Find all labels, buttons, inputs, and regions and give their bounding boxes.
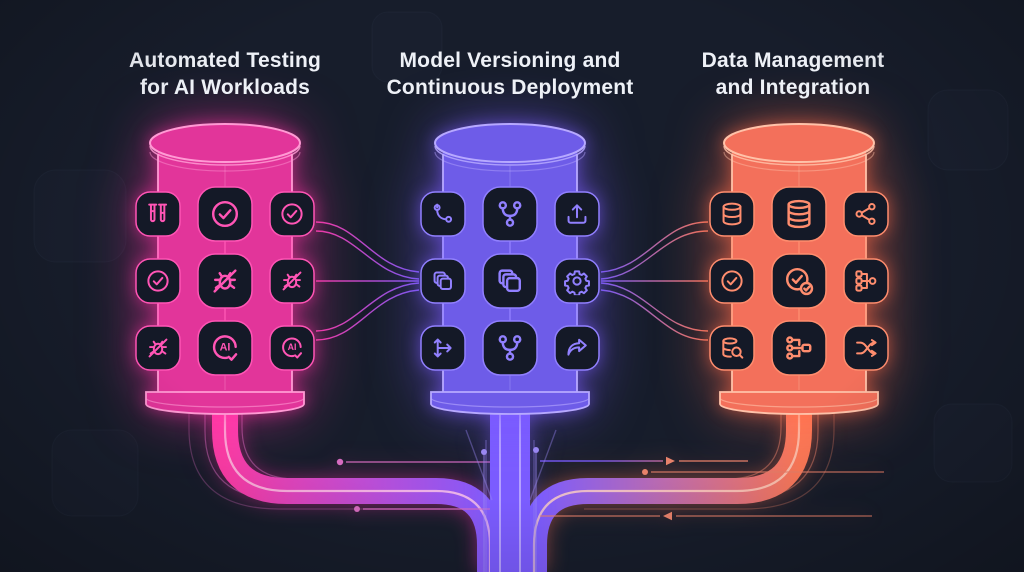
- upload-icon: [567, 204, 587, 224]
- icon-tile-check-circle: [709, 258, 755, 304]
- shuffle-icon: [856, 339, 877, 357]
- icon-tile-test-tubes: [135, 191, 181, 237]
- icon-tile-check-badge: [771, 253, 827, 309]
- git-commit-icon: [433, 203, 453, 223]
- icon-tile-bug-crossed: [197, 253, 253, 309]
- check-circle-icon: [721, 270, 743, 292]
- ai-check-icon: AI: [212, 335, 238, 361]
- database-icon: [722, 202, 742, 226]
- git-branch-icon: [498, 335, 522, 361]
- tree-nodes-icon: [855, 270, 877, 292]
- pipe-center: [465, 396, 557, 572]
- column-title-data: Data Management and Integration: [701, 49, 885, 99]
- pipe-left: [188, 398, 506, 572]
- icon-tile-check-circle: [197, 186, 253, 242]
- icon-tile-shuffle: [843, 325, 889, 371]
- icon-tile-git-commit: [420, 191, 466, 237]
- gear-icon: [564, 270, 590, 296]
- git-branch-icon: [498, 201, 522, 227]
- icon-tile-share-nodes: [843, 191, 889, 237]
- share-nodes-icon: [855, 203, 876, 225]
- background-pattern: [33, 11, 1013, 517]
- icon-tile-database-search: [709, 325, 755, 371]
- check-circle-icon: [281, 203, 303, 225]
- test-tubes-icon: [148, 203, 168, 223]
- icon-tile-bug-crossed: [269, 258, 315, 304]
- icon-tile-ai-check: AI: [197, 320, 253, 376]
- check-circle-icon: [211, 200, 239, 228]
- icon-tile-move-arrows: [420, 325, 466, 371]
- bug-crossed-icon: [282, 271, 302, 291]
- icon-tile-check-circle: [269, 191, 315, 237]
- share-arrow-icon: [567, 338, 587, 356]
- icon-tile-database-multi: [771, 186, 827, 242]
- bug-crossed-icon: [213, 269, 237, 293]
- icon-tile-bug-crossed: [135, 325, 181, 371]
- cylinder-2: [709, 123, 889, 415]
- svg-text:AI: AI: [220, 342, 231, 354]
- database-multi-icon: [787, 199, 811, 229]
- layers-icon: [498, 269, 522, 293]
- ai-check-icon: AI: [282, 337, 303, 359]
- svg-text:AI: AI: [288, 342, 297, 352]
- icon-tile-database: [709, 191, 755, 237]
- icon-tile-tree-nodes: [843, 258, 889, 304]
- connectors-left-middle: [315, 221, 420, 341]
- icon-tile-circuit-nodes: [771, 320, 827, 376]
- icon-tile-upload: [554, 191, 600, 237]
- icon-tile-ai-check: AI: [269, 325, 315, 371]
- cylinder-1: [420, 123, 600, 415]
- icon-tile-share-arrow: [554, 325, 600, 371]
- column-title-versioning: Model Versioning and Continuous Deployme…: [386, 49, 634, 99]
- icon-tile-layers: [420, 258, 466, 304]
- layers-icon: [433, 271, 452, 290]
- pipe-right: [521, 398, 884, 572]
- cylinder-0: AI AI: [135, 123, 315, 415]
- bug-crossed-icon: [148, 338, 168, 358]
- icon-tile-gear: [554, 258, 600, 304]
- check-badge-icon: [785, 267, 814, 296]
- circuit-nodes-icon: [786, 336, 812, 360]
- connectors-middle-right: [600, 221, 709, 341]
- icon-tile-git-branch: [482, 320, 538, 376]
- icon-tile-layers: [482, 253, 538, 309]
- icon-tile-git-branch: [482, 186, 538, 242]
- database-search-icon: [722, 337, 744, 359]
- icon-tile-check-circle: [135, 258, 181, 304]
- column-title-testing: Automated Testing for AI Workloads: [128, 49, 321, 99]
- check-circle-icon: [147, 270, 169, 292]
- move-arrows-icon: [433, 338, 452, 358]
